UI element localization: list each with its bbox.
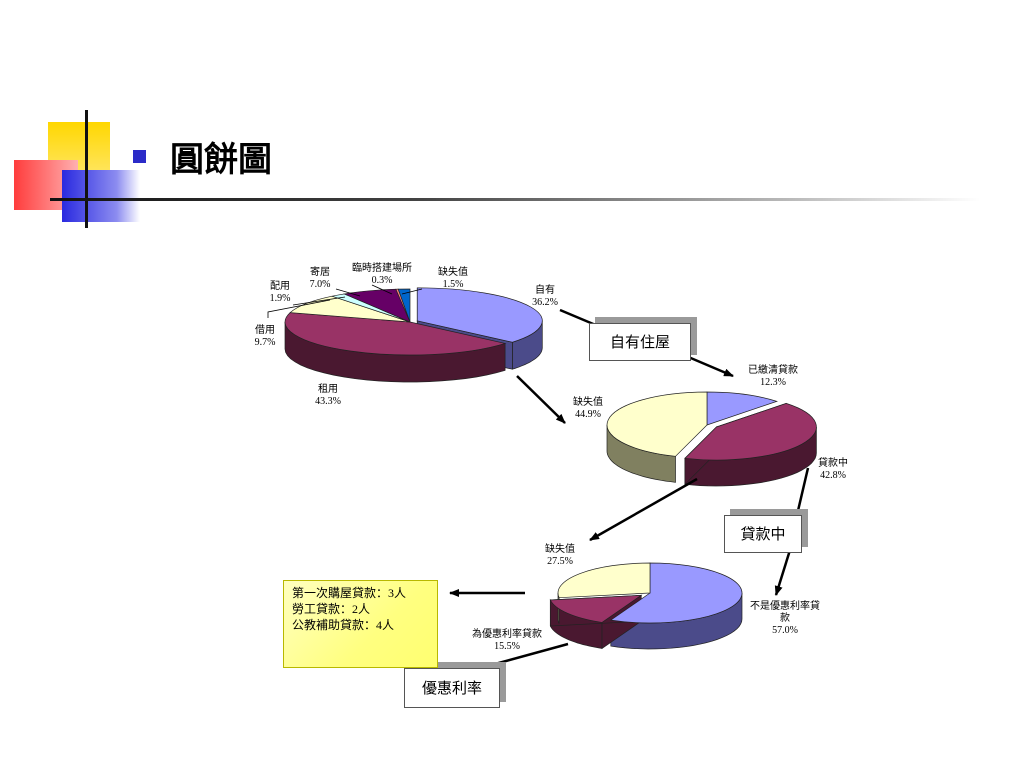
arrow-box-to-pie2 [685, 354, 734, 378]
pie-slice [557, 562, 651, 599]
decor-blue-square [62, 170, 140, 222]
loan-types-note: 第一次購屋貸款：3人 勞工貸款：2人 公教補助貸款：4人 [283, 580, 438, 668]
slide-title: 圓餅圖 [170, 140, 272, 180]
pie-slice [397, 288, 411, 323]
arrow-pref-label-to-box [483, 642, 569, 669]
self-owned-callout: 自有住屋 [589, 323, 691, 361]
title-underline [50, 198, 980, 201]
pie-slice [684, 403, 817, 461]
arrow-pie2-to-pie3 [589, 477, 698, 542]
label-leader-line [267, 299, 331, 318]
pie-slice [284, 312, 507, 356]
pie-slice [289, 295, 411, 323]
note-line: 公教補助貸款：4人 [292, 618, 395, 632]
label-leader-line [401, 288, 423, 295]
decor-vertical-line [85, 110, 88, 228]
label-leader-line [292, 296, 346, 306]
title-bullet-icon [133, 150, 146, 163]
arrow-pie1-to-pie2 [516, 375, 566, 424]
note-line: 勞工貸款：2人 [292, 602, 371, 616]
label-leader-line [371, 284, 393, 295]
pie-slice [606, 391, 708, 457]
loan-callout: 貸款中 [724, 515, 802, 553]
pie-slice [416, 287, 543, 343]
pie-slice [609, 562, 743, 624]
pie-slice [549, 594, 643, 623]
arrow-box-to-nonpref [774, 549, 792, 596]
note-line: 第一次購屋貸款：3人 [292, 586, 407, 600]
pie-slice [706, 391, 778, 426]
label-leader-line [335, 288, 361, 297]
arrow-loan-label-to-box [795, 467, 810, 516]
preferential-rate-callout: 優惠利率 [404, 668, 500, 708]
